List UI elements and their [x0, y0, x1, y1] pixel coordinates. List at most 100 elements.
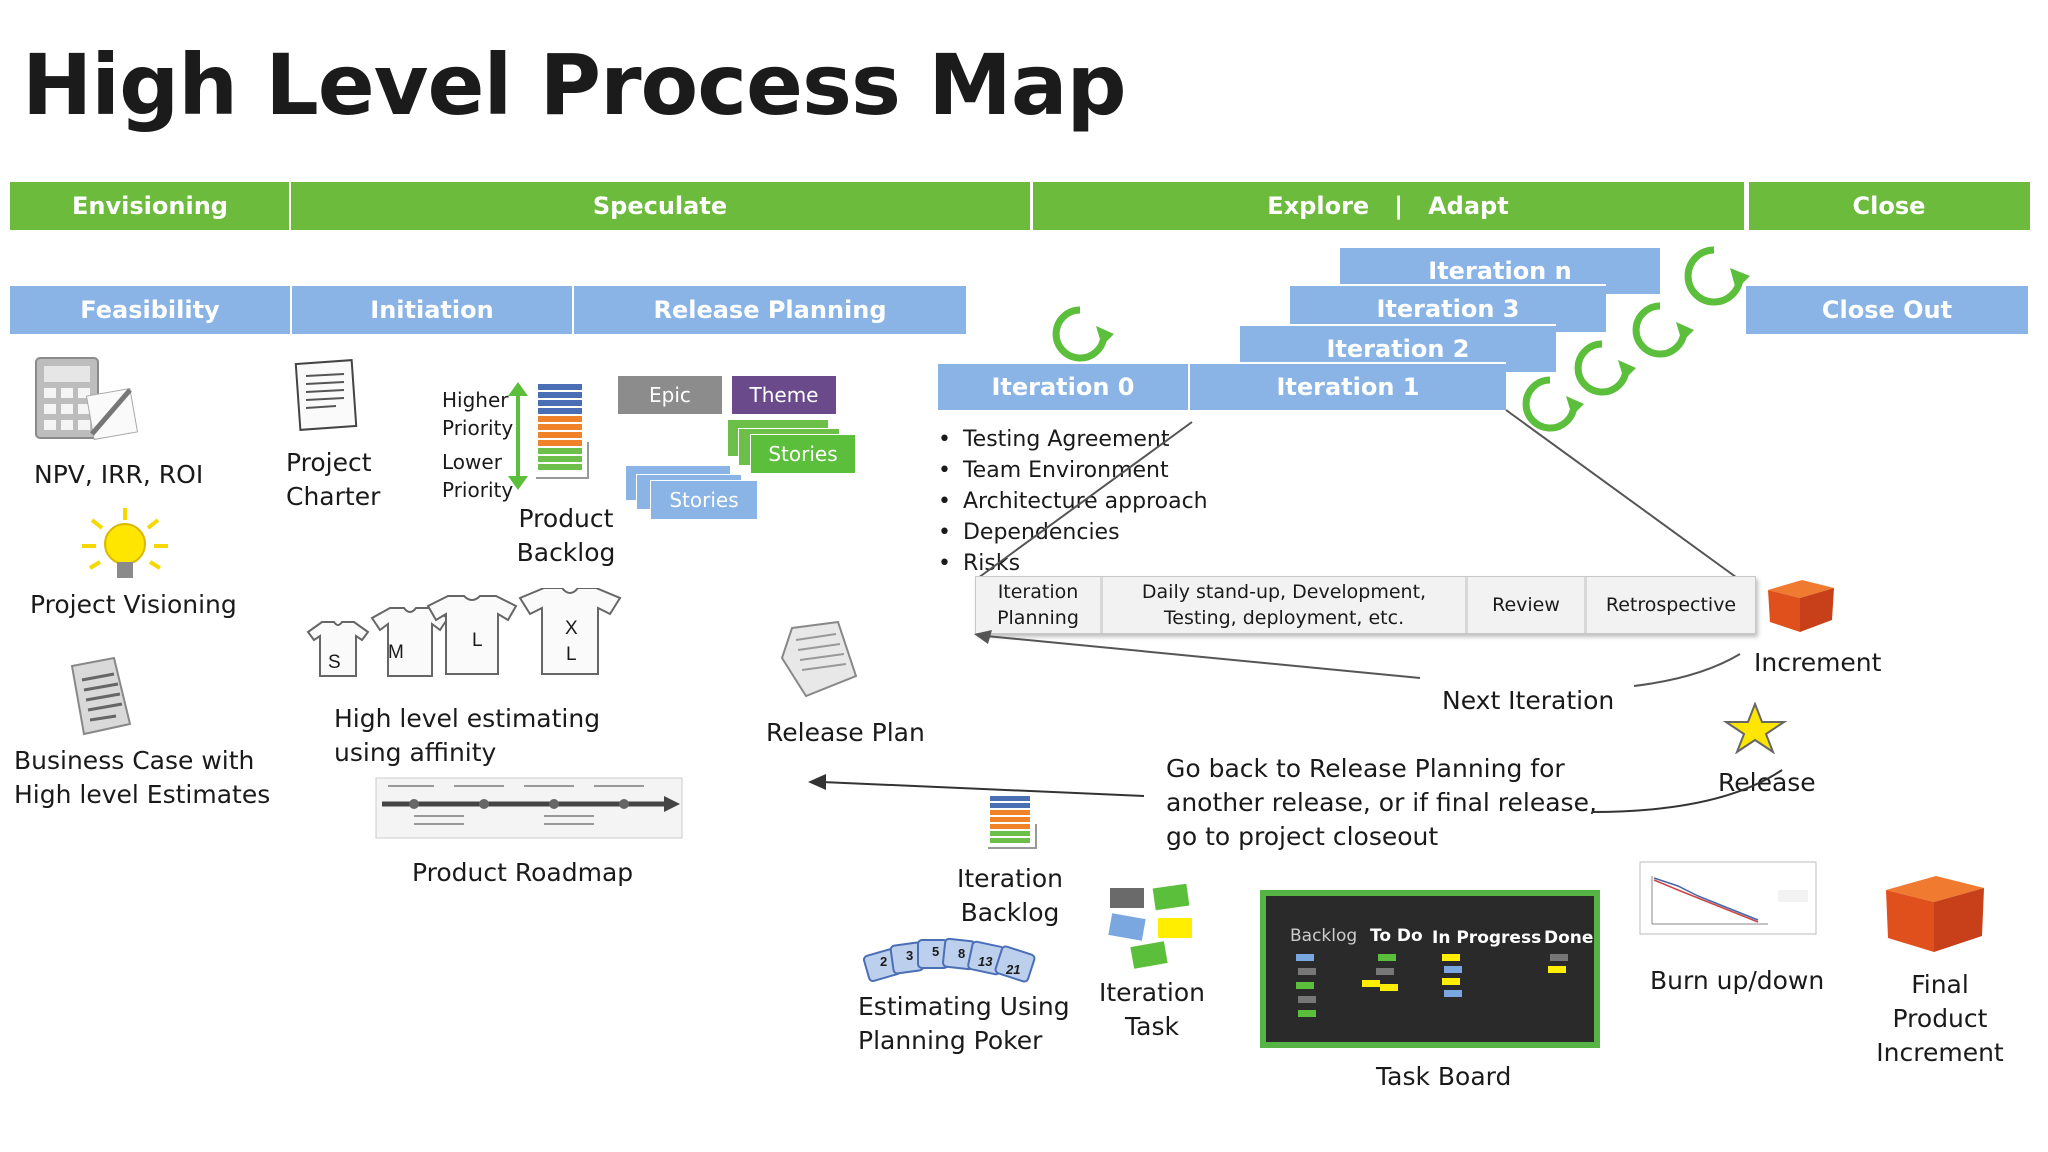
- page-title: High Level Process Map: [22, 36, 1127, 134]
- lower-priority-label: Lower Priority: [442, 448, 513, 504]
- business-case-label: Business Case with High level Estimates: [14, 744, 270, 812]
- subphase-release-planning: Release Planning: [574, 286, 966, 334]
- release-star-icon: [1722, 702, 1788, 754]
- business-case-line-1: Business Case with: [14, 746, 255, 775]
- shirt-xl-label: L: [566, 644, 577, 665]
- shirt-m-label: M: [388, 642, 404, 663]
- iteration-backlog-stack-icon: [988, 796, 1037, 849]
- cycle-arrow-icon: [1684, 246, 1750, 306]
- poker-line-2: Planning Poker: [858, 1026, 1043, 1055]
- iteration0-activity-list: Testing Agreement Team Environment Archi…: [938, 424, 1208, 579]
- poker-card-value: 5: [932, 944, 940, 959]
- iteration-task-line-2: Task: [1125, 1012, 1179, 1041]
- charter-line-1: Project: [286, 448, 372, 477]
- task-note: [1442, 954, 1460, 961]
- cycle-retrospective: Retrospective: [1605, 594, 1737, 616]
- calculator-icon: [35, 357, 139, 441]
- next-iteration-label: Next Iteration: [1442, 686, 1615, 715]
- lower-line-2: Priority: [442, 478, 514, 502]
- final-line-1: Final: [1911, 970, 1969, 999]
- sticky-notes-icon: [1108, 884, 1192, 969]
- iteration-task-line-1: Iteration: [1098, 978, 1206, 1007]
- higher-priority-label: Higher Priority: [442, 386, 513, 442]
- task-board-col-todo: To Do: [1370, 926, 1423, 946]
- backlog-line-2: Backlog: [516, 538, 616, 567]
- release-plan-document-icon: [780, 620, 858, 698]
- phase-explore-adapt: Explore | Adapt: [1032, 182, 1744, 230]
- phase-speculate: Speculate: [290, 182, 1030, 230]
- phase-divider: [1031, 182, 1033, 230]
- cycle-iteration-planning: Iteration Planning: [976, 577, 1103, 633]
- cycle-review: Review: [1468, 577, 1587, 633]
- charter-document-icon: [294, 359, 358, 431]
- npv-label: NPV, IRR, ROI: [34, 460, 204, 489]
- cycle-daily-work: Daily stand-up, Development, Testing, de…: [1103, 577, 1468, 633]
- final-line-3: Increment: [1876, 1038, 2004, 1067]
- higher-line-1: Higher: [442, 388, 509, 412]
- product-roadmap-icon: [375, 777, 683, 839]
- burn-chart-thumbnail: [1639, 861, 1817, 935]
- task-note: [1380, 984, 1398, 991]
- poker-card-value: 2: [880, 954, 888, 969]
- project-charter-label: Project Charter: [286, 446, 380, 514]
- task-board-col-done: Done: [1544, 928, 1594, 948]
- document-icon: [70, 656, 132, 736]
- task-board-label: Task Board: [1376, 1062, 1512, 1091]
- go-back-text: Go back to Release Planning for another …: [1166, 752, 1597, 854]
- task-note: [1298, 968, 1316, 975]
- planning-poker-cards-icon: [862, 937, 1036, 983]
- poker-card-value: 3: [906, 948, 914, 963]
- list-item: Team Environment: [938, 455, 1208, 486]
- subphase-close-out: Close Out: [1746, 286, 2028, 334]
- shirt-s-label: S: [328, 652, 341, 673]
- next-iteration-arrow: [974, 630, 1741, 687]
- cycle-arrow-icon: [1052, 306, 1114, 362]
- task-board-col-backlog: Backlog: [1290, 926, 1358, 946]
- list-item: Testing Agreement: [938, 424, 1208, 455]
- go-back-line-2: another release, or if final release,: [1166, 788, 1597, 817]
- final-line-2: Product: [1892, 1004, 1988, 1033]
- task-note: [1444, 990, 1462, 997]
- iteration-task-label: Iteration Task: [1092, 976, 1212, 1044]
- planning-poker-label: Estimating Using Planning Poker: [858, 990, 1070, 1058]
- product-backlog-label: Product Backlog: [512, 502, 620, 570]
- affinity-label: High level estimating using affinity: [334, 702, 600, 770]
- task-note: [1378, 954, 1396, 961]
- iteration-backlog-line-1: Iteration: [956, 864, 1064, 893]
- iteration-0-bar: Iteration 0: [938, 362, 1188, 410]
- increment-label: Increment: [1754, 648, 1882, 677]
- poker-card-value: 8: [958, 946, 966, 961]
- task-board-image: Backlog To Do In Progress Done: [1260, 890, 1600, 1048]
- project-visioning-label: Project Visioning: [30, 590, 237, 619]
- release-plan-label: Release Plan: [766, 718, 925, 747]
- task-board-col-inprogress: In Progress: [1432, 928, 1542, 948]
- lower-line-1: Lower: [442, 450, 502, 474]
- iteration-cycle-bar: Iteration Planning Daily stand-up, Devel…: [975, 576, 1756, 634]
- cycle-arrow-icon: [1574, 340, 1636, 396]
- task-note: [1444, 966, 1462, 973]
- subphase-initiation: Initiation: [292, 286, 572, 334]
- product-roadmap-label: Product Roadmap: [412, 858, 634, 887]
- task-note: [1376, 968, 1394, 975]
- affinity-line-2: using affinity: [334, 738, 497, 767]
- poker-card-value: 21: [1006, 962, 1021, 977]
- backlog-line-1: Product: [518, 504, 614, 533]
- tshirt-sizes-icon: [306, 588, 622, 677]
- task-note: [1548, 966, 1566, 973]
- charter-line-2: Charter: [286, 482, 381, 511]
- list-item: Architecture approach: [938, 486, 1208, 517]
- increment-box-icon: [1768, 580, 1834, 632]
- go-back-line-3: go to project closeout: [1166, 822, 1439, 851]
- go-back-arrow: [808, 774, 1145, 797]
- phase-divider: [1745, 182, 1749, 230]
- product-backlog-stack-icon: [536, 384, 589, 479]
- zoom-connector-lines: [977, 409, 1741, 581]
- lightbulb-icon: [82, 508, 168, 578]
- go-back-line-1: Go back to Release Planning for: [1166, 754, 1565, 783]
- phase-close: Close: [1748, 182, 2030, 230]
- task-note: [1296, 982, 1314, 989]
- release-connector-line: [1591, 769, 1783, 813]
- task-note: [1298, 1010, 1316, 1017]
- iteration-backlog-line-2: Backlog: [960, 898, 1060, 927]
- task-note: [1296, 954, 1314, 961]
